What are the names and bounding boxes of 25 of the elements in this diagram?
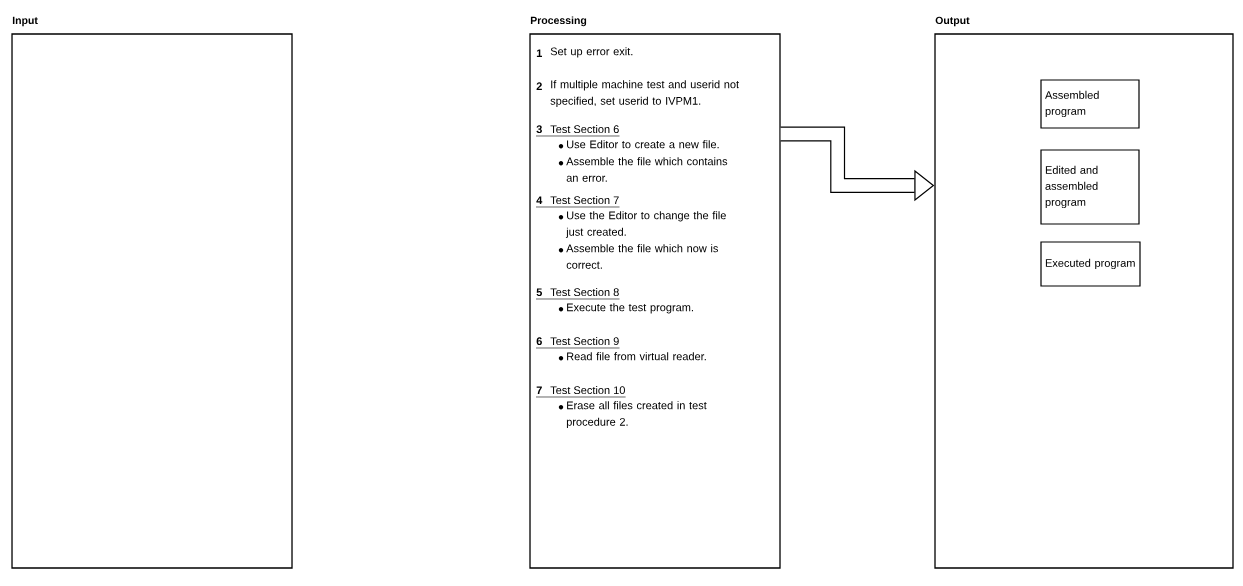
- heading: Input: [12, 16, 38, 27]
- step-text: If multiple machine test and userid not specified, set userid to IVPM1.: [550, 80, 739, 107]
- step-text: Set up error exit.: [550, 47, 633, 58]
- heading: Processing: [530, 16, 587, 27]
- bullet-item: Use Editor to create a new file.: [558, 140, 719, 149]
- bullet-item: Use the Editor to change the file just created.: [558, 211, 726, 238]
- heading: Output: [935, 16, 970, 27]
- step-number: 5: [536, 288, 542, 297]
- bullet-item: Assemble the file which now is correct.: [558, 244, 718, 269]
- step-number: 1: [536, 49, 542, 57]
- step-number: 4: [536, 196, 543, 204]
- process-box: [529, 16, 781, 569]
- bullet-item: Erase all files created in test procedure 2.: [558, 401, 707, 428]
- step-number: 6: [536, 337, 542, 346]
- bullet-item: Read file from virtual reader.: [558, 352, 706, 361]
- panel-box: [934, 16, 1234, 569]
- panel-box: [11, 16, 293, 569]
- step-number: 2: [536, 82, 542, 90]
- output-box: Executed program: [1040, 241, 1141, 287]
- step-number: 3: [536, 125, 542, 134]
- output-box: Assembled program: [1040, 79, 1140, 129]
- bullet-item: Assemble the file which contains an error.: [558, 157, 728, 182]
- output-box: Edited and assembled program: [1040, 149, 1140, 225]
- step-number: 7: [536, 386, 542, 394]
- bullet-item: Execute the test program.: [558, 303, 693, 314]
